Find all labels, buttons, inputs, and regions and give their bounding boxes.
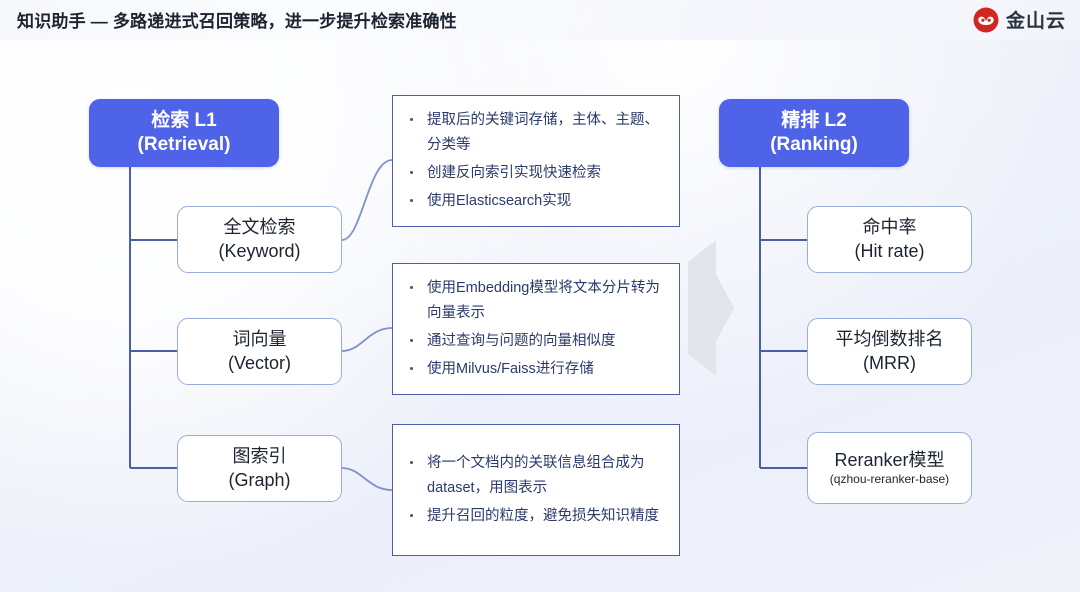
method-graph[interactable]: 图索引 (Graph)	[177, 435, 342, 502]
method-keyword-line2: (Keyword)	[218, 240, 301, 261]
stage-ranking-l2[interactable]: 精排 L2 (Ranking)	[719, 99, 909, 167]
metric-hit-rate-line1: 命中率	[862, 217, 917, 238]
brand-lockup: 金山云	[973, 6, 1066, 33]
list-item: 通过查询与问题的向量相似度	[403, 329, 665, 353]
stage-retrieval-l1[interactable]: 检索 L1 (Retrieval)	[89, 99, 279, 167]
method-keyword-line1: 全文检索	[223, 217, 296, 238]
method-vector-line2: (Vector)	[227, 352, 292, 373]
metric-hit-rate-line2: (Hit rate)	[854, 240, 925, 261]
list-item: 创建反向索引实现快速检索	[403, 161, 665, 185]
list-item: 提取后的关键词存储，主体、主题、分类等	[403, 108, 665, 157]
detail-card-vector: 使用Embedding模型将文本分片转为向量表示 通过查询与问题的向量相似度 使…	[392, 263, 680, 395]
method-vector[interactable]: 词向量 (Vector)	[177, 318, 342, 385]
metric-mrr[interactable]: 平均倒数排名 (MRR)	[807, 318, 972, 385]
metric-hit-rate[interactable]: 命中率 (Hit rate)	[807, 206, 972, 273]
brand-name: 金山云	[1005, 11, 1066, 32]
list-item: 提升召回的粒度，避免损失知识精度	[403, 504, 665, 528]
list-item: 使用Milvus/Faiss进行存储	[403, 357, 665, 381]
stage-ranking-l2-line2: (Ranking)	[770, 134, 858, 155]
metric-reranker-model-small: (qzhou-reranker-base)	[829, 472, 950, 487]
metric-mrr-line2: (MRR)	[863, 352, 916, 373]
detail-card-graph: 将一个文档内的关联信息组合成为dataset，用图表示 提升召回的粒度，避免损失…	[392, 424, 680, 556]
method-graph-line2: (Graph)	[228, 469, 291, 490]
kingsoft-cloud-logo-icon	[973, 7, 999, 33]
method-keyword[interactable]: 全文检索 (Keyword)	[177, 206, 342, 273]
stage-retrieval-l1-line1: 检索 L1	[151, 109, 217, 131]
list-item: 使用Embedding模型将文本分片转为向量表示	[403, 276, 665, 325]
metric-reranker-model-line1: Reranker模型	[834, 450, 945, 471]
stage-retrieval-l1-line2: (Retrieval)	[137, 134, 231, 155]
metric-reranker-model[interactable]: Reranker模型 (qzhou-reranker-base)	[807, 432, 972, 504]
detail-card-keyword: 提取后的关键词存储，主体、主题、分类等 创建反向索引实现快速检索 使用Elast…	[392, 95, 680, 227]
list-item: 将一个文档内的关联信息组合成为dataset，用图表示	[403, 451, 665, 500]
method-vector-line1: 词向量	[232, 329, 287, 350]
page-title: 知识助手 — 多路递进式召回策略，进一步提升检索准确性	[17, 12, 457, 31]
list-item: 使用Elasticsearch实现	[403, 189, 665, 213]
slide-header: 知识助手 — 多路递进式召回策略，进一步提升检索准确性 金山云	[0, 0, 1080, 40]
method-graph-line1: 图索引	[232, 446, 287, 467]
right-arrow-icon	[688, 240, 734, 376]
stage-ranking-l2-line1: 精排 L2	[781, 109, 847, 131]
metric-mrr-line1: 平均倒数排名	[835, 329, 944, 350]
